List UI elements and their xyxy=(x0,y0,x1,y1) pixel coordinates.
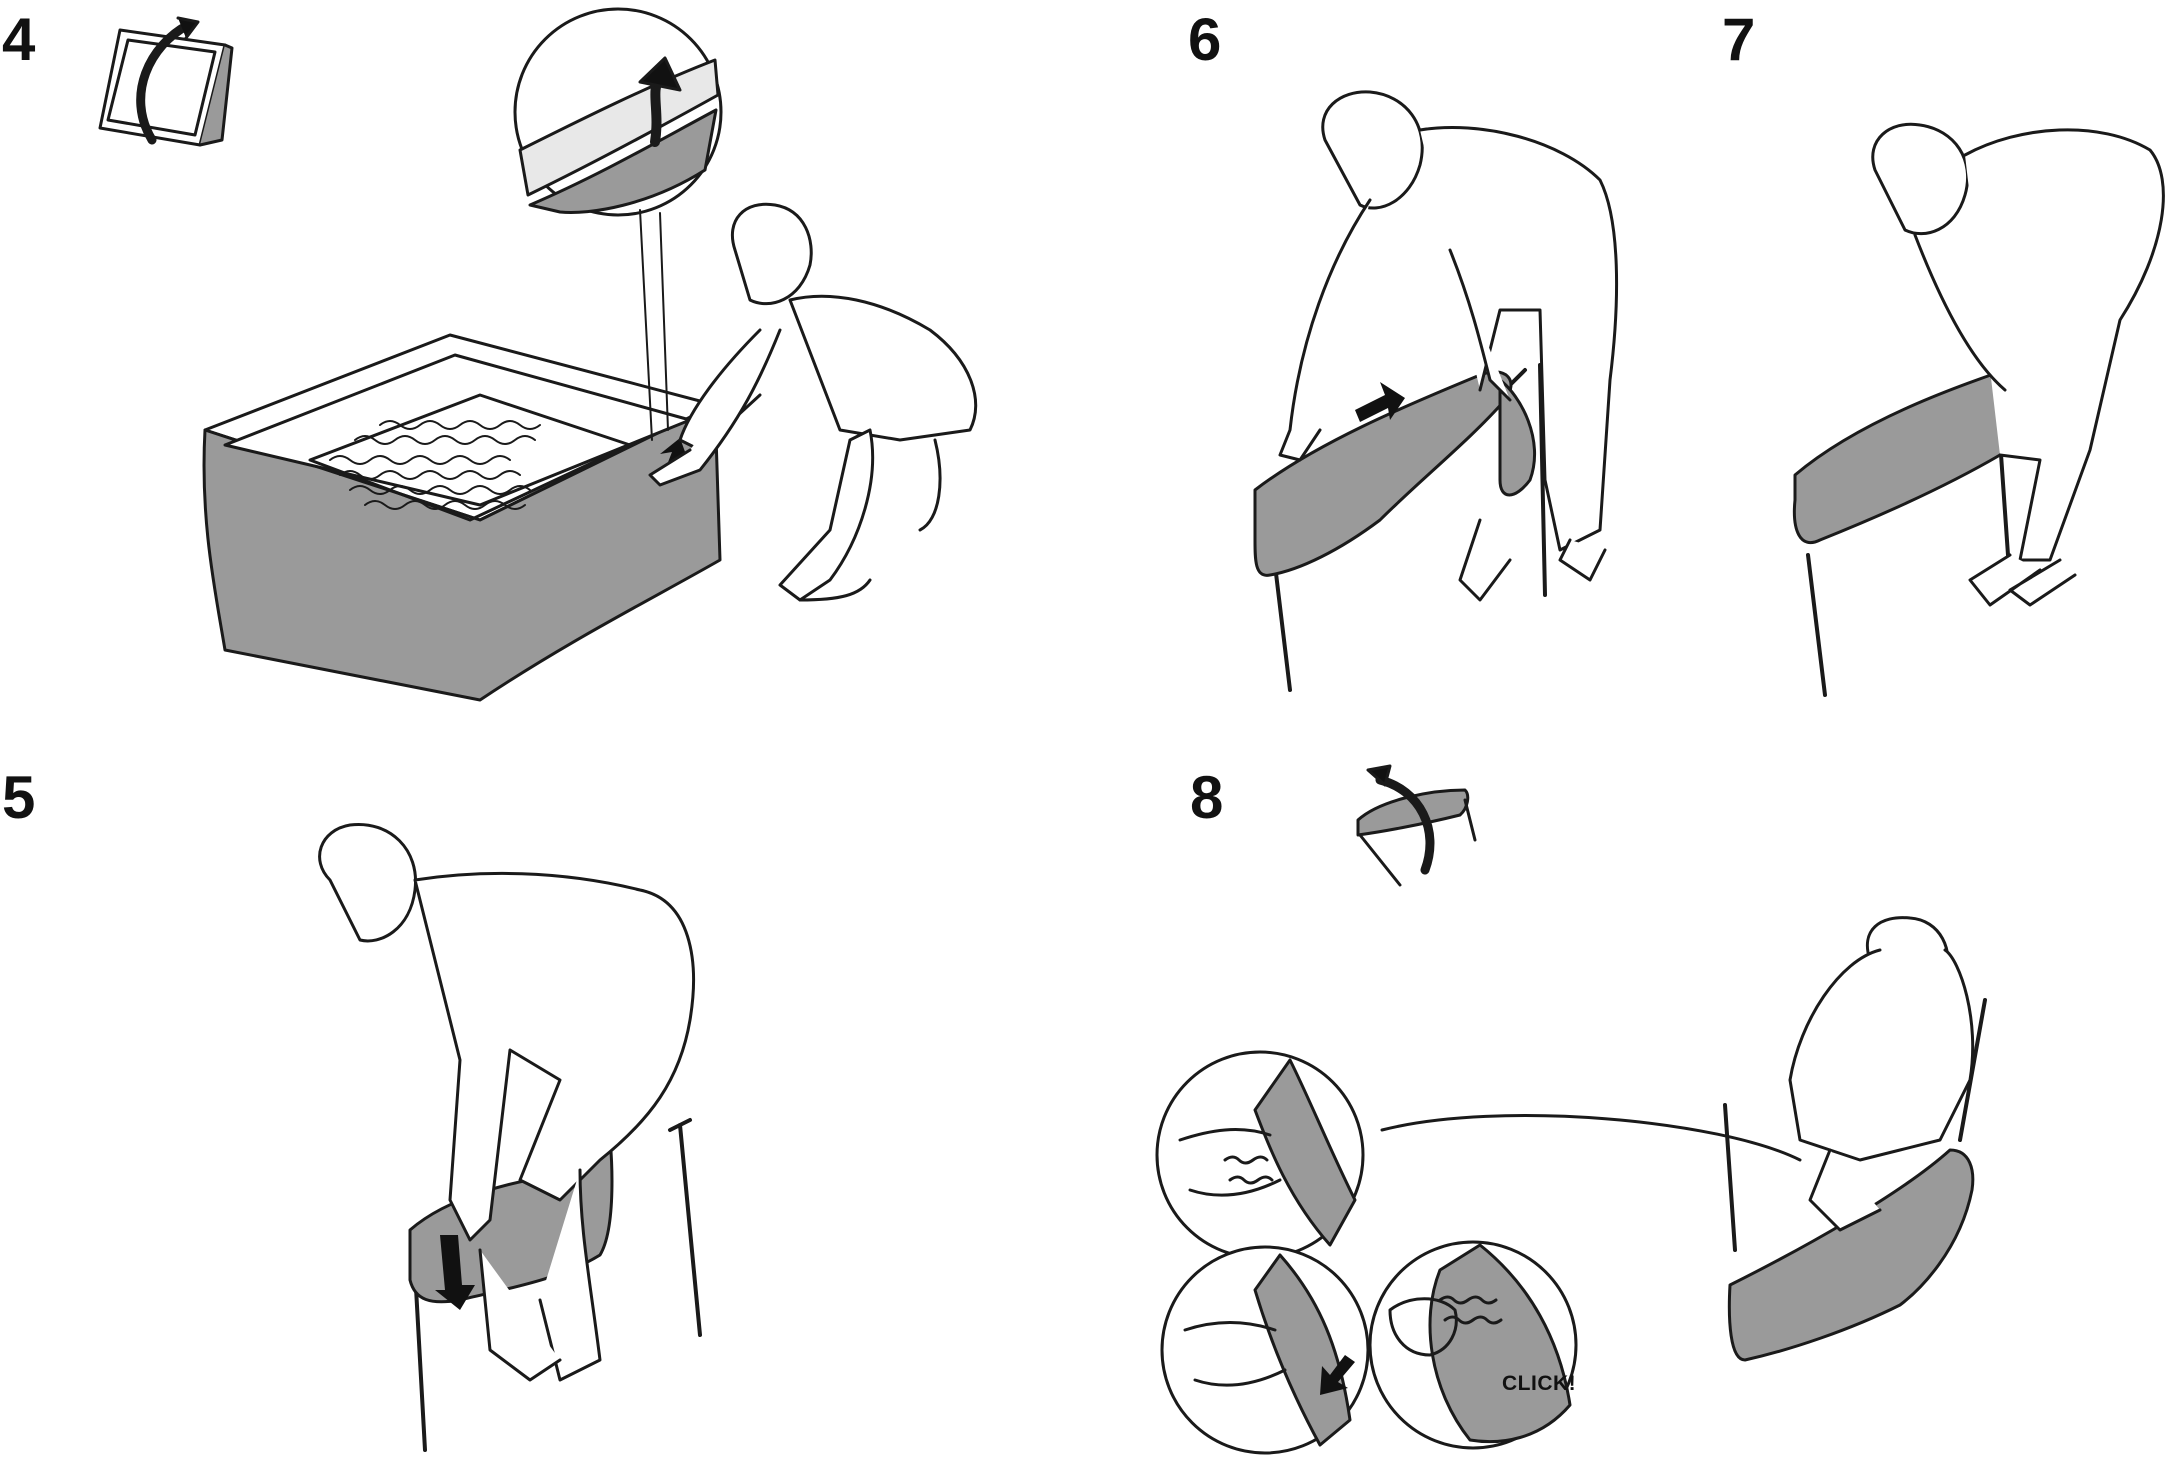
zipper-detail-icon xyxy=(1162,1247,1368,1453)
step-4-panel xyxy=(100,9,976,700)
person-step-7 xyxy=(1873,124,2164,605)
click-label: CLICK! xyxy=(1502,1372,1576,1396)
step-6-panel xyxy=(1255,92,1617,690)
rotate-cushion-icon xyxy=(100,18,232,145)
zipper-detail-icon xyxy=(1370,1242,1576,1448)
step-number-5: 5 xyxy=(2,768,35,828)
rotate-backrest-icon xyxy=(1358,766,1475,885)
person-step-5 xyxy=(320,824,694,1380)
step-8-panel xyxy=(1157,766,1985,1453)
step-number-6: 6 xyxy=(1188,10,1221,70)
step-number-8: 8 xyxy=(1190,768,1223,828)
step-7-panel xyxy=(1794,124,2163,695)
step-number-7: 7 xyxy=(1722,10,1755,70)
zipper-detail-icon xyxy=(1157,1052,1363,1258)
step-number-4: 4 xyxy=(2,10,35,70)
step-5-panel xyxy=(320,824,700,1450)
seat-frame xyxy=(204,335,720,700)
